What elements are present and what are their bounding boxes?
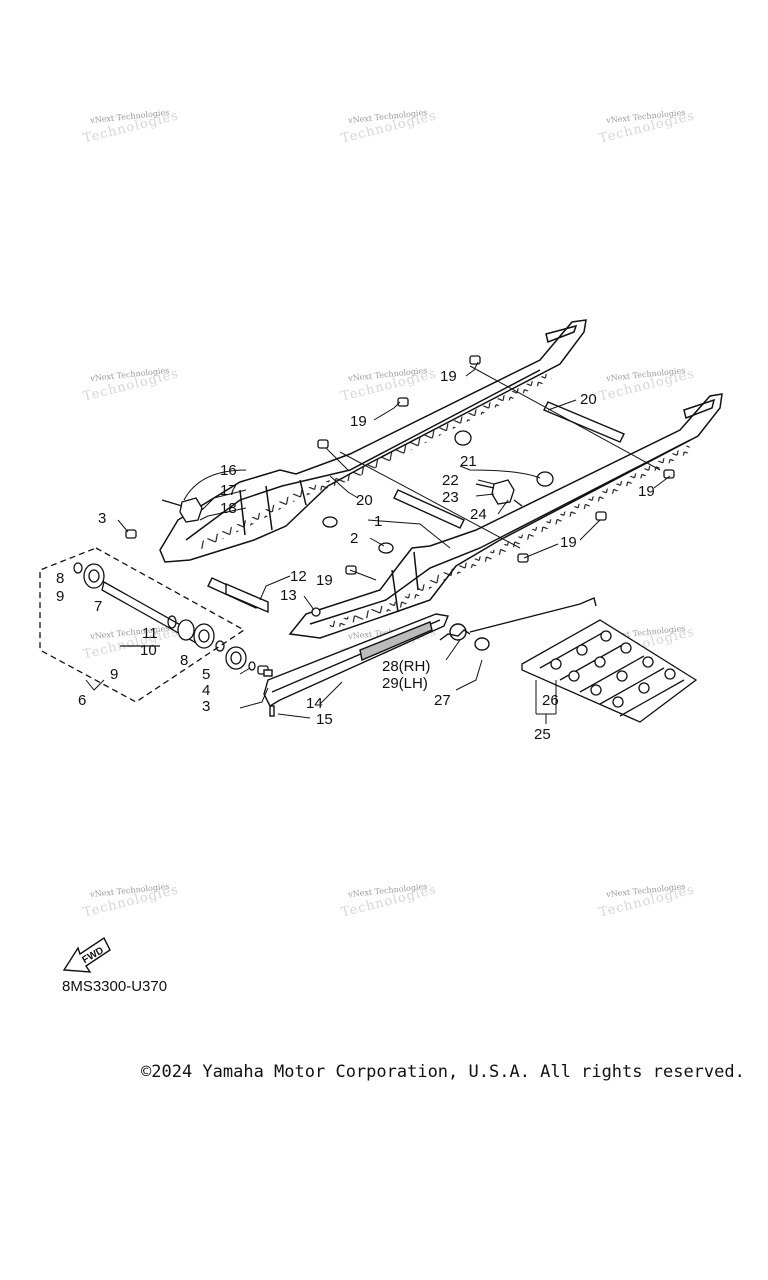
fwd-label: FWD bbox=[81, 945, 106, 966]
callout-19: 19 bbox=[350, 413, 367, 430]
callout-9: 9 bbox=[56, 588, 64, 605]
callout-1: 1 bbox=[374, 513, 382, 530]
callout-19: 19 bbox=[638, 483, 655, 500]
callout-11: 11 bbox=[142, 625, 158, 642]
callout-5: 5 bbox=[202, 666, 210, 683]
callout-13: 13 bbox=[280, 587, 297, 604]
callout-3: 3 bbox=[202, 698, 210, 715]
callout-17: 17 bbox=[220, 482, 237, 499]
runner-pads bbox=[521, 619, 698, 723]
callout-14: 14 bbox=[306, 695, 323, 712]
stoppers bbox=[161, 479, 523, 523]
callout-8: 8 bbox=[180, 652, 188, 669]
fwd-arrow: FWD bbox=[62, 936, 111, 973]
rail-rear bbox=[159, 319, 587, 563]
bolts bbox=[125, 355, 675, 675]
callout-25: 25 bbox=[534, 726, 551, 743]
drawing-code: 8MS3300-U370 bbox=[62, 978, 168, 995]
callout-3: 3 bbox=[98, 510, 106, 527]
callout-22: 22 bbox=[442, 472, 459, 489]
callout-23: 23 bbox=[442, 489, 459, 506]
spring bbox=[439, 597, 597, 651]
callout-21: 21 bbox=[460, 453, 477, 470]
callout-19: 19 bbox=[316, 572, 333, 589]
callout-8: 8 bbox=[56, 570, 64, 587]
callout-19: 19 bbox=[560, 534, 577, 551]
callout-9: 9 bbox=[110, 666, 118, 683]
callout-labels: 19 19 20 21 19 22 23 24 20 1 2 19 16 17 … bbox=[56, 368, 655, 743]
callout-18: 18 bbox=[220, 500, 237, 517]
cross-shafts bbox=[207, 365, 661, 614]
callout-26: 26 bbox=[542, 692, 559, 709]
callout-6: 6 bbox=[78, 692, 86, 709]
callout-2: 2 bbox=[350, 530, 358, 547]
copyright-notice: ©2024 Yamaha Motor Corporation, U.S.A. A… bbox=[141, 1062, 745, 1082]
callout-28: 28(RH) bbox=[382, 658, 430, 675]
callout-16: 16 bbox=[220, 462, 237, 479]
callout-4: 4 bbox=[202, 682, 210, 699]
callout-20: 20 bbox=[356, 492, 373, 509]
leader-lines bbox=[85, 361, 671, 724]
callout-19: 19 bbox=[440, 368, 457, 385]
callout-20: 20 bbox=[580, 391, 597, 408]
callout-10: 10 bbox=[140, 642, 157, 659]
rail-front bbox=[288, 393, 723, 639]
wheel-kit bbox=[39, 547, 256, 703]
callout-15: 15 bbox=[316, 711, 333, 728]
callout-29: 29(LH) bbox=[382, 675, 428, 692]
callout-12: 12 bbox=[290, 568, 307, 585]
callout-27: 27 bbox=[434, 692, 451, 709]
callout-7: 7 bbox=[94, 598, 102, 615]
callout-24: 24 bbox=[470, 506, 487, 523]
